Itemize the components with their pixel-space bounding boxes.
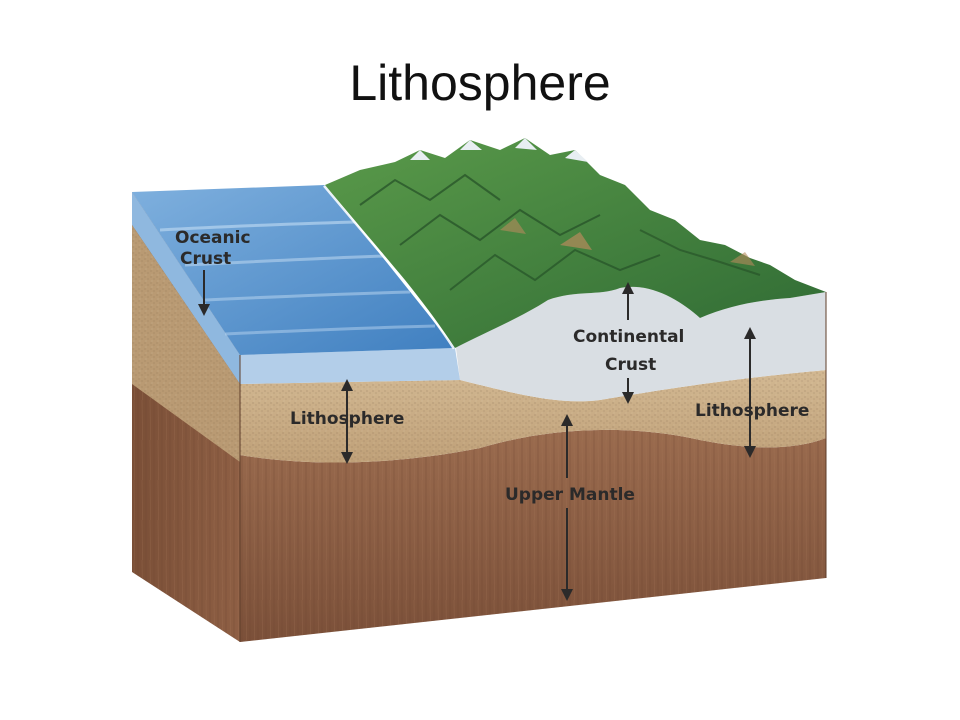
oceanic-crust-label-line2: Crust: [180, 249, 231, 269]
upper-mantle-layer: [240, 429, 826, 642]
oceanic-crust-label-line1: Oceanic: [175, 228, 251, 248]
continental-crust-label-line2: Crust: [605, 355, 656, 375]
lithosphere-right-label: Lithosphere: [695, 401, 809, 421]
lithosphere-layer: [240, 370, 826, 463]
block-left-face: [132, 192, 240, 642]
ocean-front-face: [240, 348, 460, 384]
lithosphere-left-label: Lithosphere: [290, 409, 404, 429]
continental-crust: [455, 286, 826, 402]
upper-mantle-label: Upper Mantle: [505, 485, 635, 505]
mountain-range: [325, 138, 826, 348]
block-outline: [239, 292, 827, 642]
continental-crust-label-line1: Continental: [573, 327, 684, 347]
slide-title: Lithosphere: [349, 55, 611, 111]
